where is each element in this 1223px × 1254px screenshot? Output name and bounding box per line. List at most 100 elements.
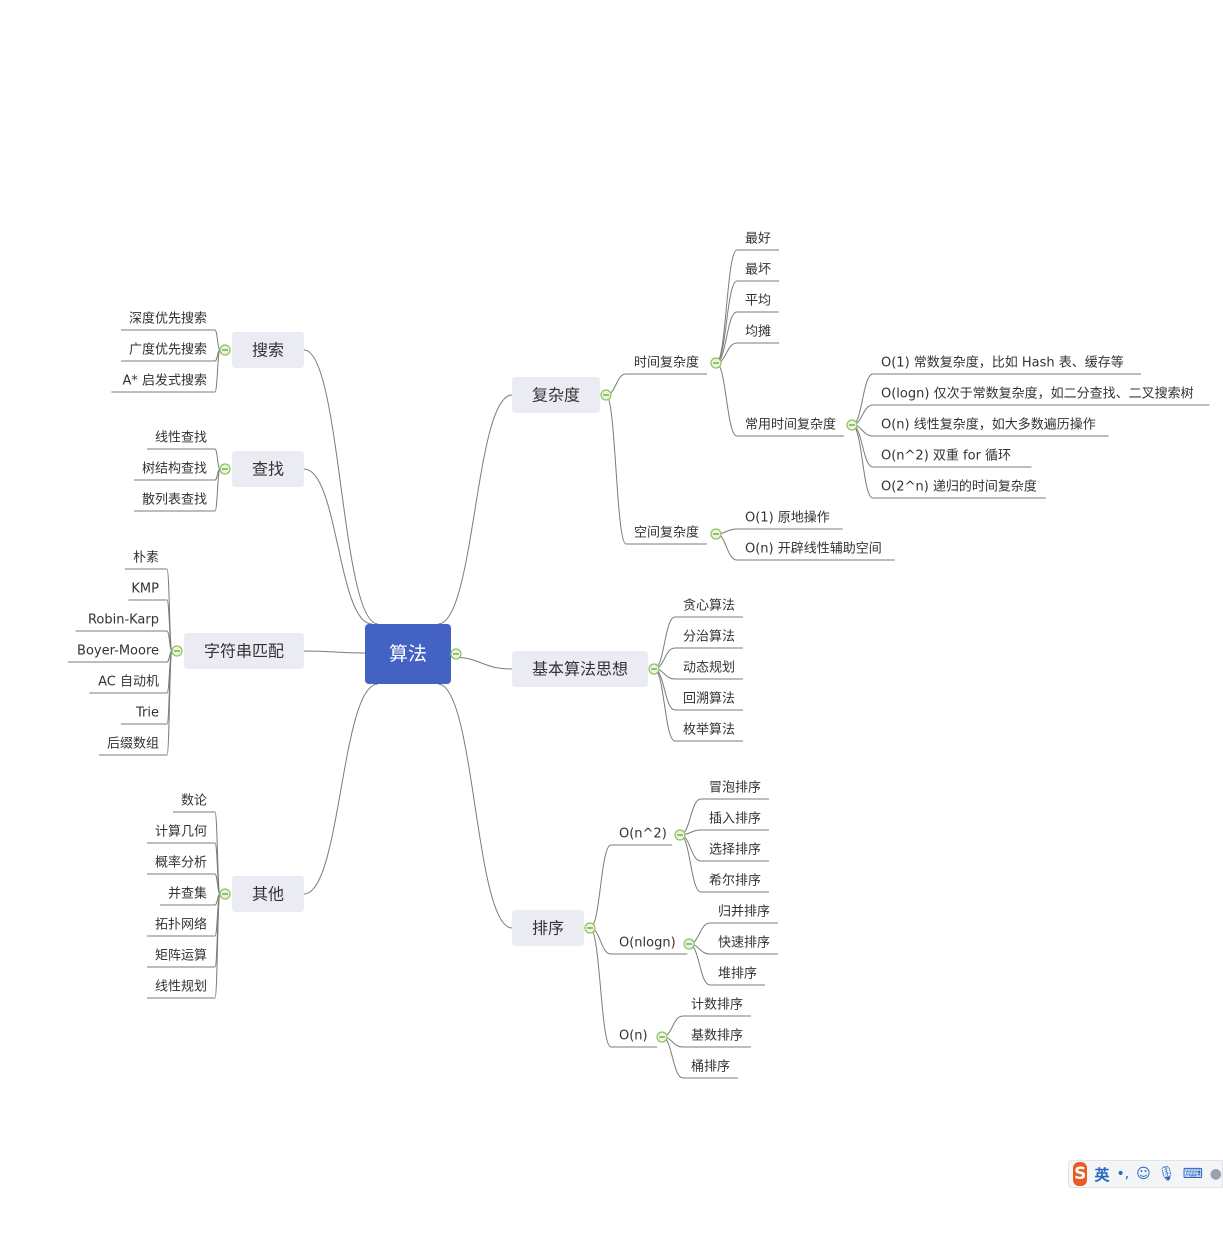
- ime-toolbar[interactable]: S 英 •, ☺ 🎙 ⌨ ●: [1068, 1160, 1223, 1188]
- branch-complexity[interactable]: 复杂度: [532, 386, 580, 405]
- branch-sorting[interactable]: 排序: [532, 919, 564, 938]
- sort-0-3[interactable]: 希尔排序: [709, 874, 761, 889]
- common-time-complexity[interactable]: 常用时间复杂度: [745, 417, 836, 433]
- branch-others-collapse-toggle[interactable]: [219, 888, 231, 900]
- others-1[interactable]: 计算几何: [155, 824, 207, 840]
- sort-group-0[interactable]: O(n^2): [619, 827, 667, 842]
- space-1[interactable]: O(n) 开辟线性辅助空间: [745, 542, 882, 557]
- connector-line: [715, 280, 738, 364]
- branch-search-box[interactable]: [232, 332, 304, 368]
- mic-icon[interactable]: 🎙: [1157, 1166, 1176, 1182]
- root-node[interactable]: 算法: [389, 643, 427, 665]
- string-matching-1[interactable]: KMP: [131, 582, 159, 597]
- lookup-2[interactable]: 散列表查找: [142, 493, 207, 508]
- branch-lookup-collapse-toggle[interactable]: [219, 463, 231, 475]
- others-4[interactable]: 拓扑网络: [155, 917, 207, 933]
- common-0[interactable]: O(1) 常数复杂度，比如 Hash 表、缓存等: [881, 355, 1124, 371]
- string-matching-0[interactable]: 朴素: [133, 551, 159, 566]
- sorting-collapse-toggle[interactable]: [584, 922, 596, 934]
- branch-search[interactable]: 搜索: [252, 341, 284, 360]
- ime-punctuation-toggle[interactable]: •,: [1116, 1166, 1130, 1182]
- time-2[interactable]: 平均: [745, 294, 771, 309]
- branch-string-matching-box[interactable]: [184, 633, 304, 669]
- string-matching-6[interactable]: 后缀数组: [107, 737, 159, 752]
- root-node-box[interactable]: [365, 624, 451, 684]
- string-matching-3[interactable]: Boyer-Moore: [77, 644, 159, 659]
- connector-line: [679, 834, 702, 893]
- common-collapse-toggle[interactable]: [846, 419, 858, 431]
- branch-string-matching-collapse-toggle[interactable]: [171, 645, 183, 657]
- branch-lookup[interactable]: 查找: [252, 460, 284, 479]
- sort-group-2-collapse-toggle[interactable]: [656, 1031, 668, 1043]
- keyboard-icon[interactable]: ⌨: [1182, 1166, 1203, 1182]
- root-collapse-toggle[interactable]: [450, 648, 462, 660]
- smile-icon[interactable]: ☺: [1136, 1166, 1151, 1182]
- string-matching-2[interactable]: Robin-Karp: [88, 613, 159, 628]
- connector-line: [589, 844, 612, 929]
- common-3[interactable]: O(n^2) 双重 for 循环: [881, 448, 1011, 464]
- time-0[interactable]: 最好: [745, 232, 771, 247]
- branch-lookup-box[interactable]: [232, 451, 304, 487]
- branch-complexity-box[interactable]: [512, 377, 600, 413]
- common-4[interactable]: O(2^n) 递归的时间复杂度: [881, 479, 1037, 495]
- basic-ideas-collapse-toggle[interactable]: [648, 663, 660, 675]
- connector-line: [214, 468, 221, 512]
- search-2[interactable]: A* 启发式搜索: [122, 373, 207, 389]
- idea-3[interactable]: 回溯算法: [683, 691, 735, 707]
- branch-sorting-box[interactable]: [512, 910, 584, 946]
- time-complexity[interactable]: 时间复杂度: [634, 355, 699, 371]
- space-0[interactable]: O(1) 原地操作: [745, 510, 830, 526]
- branch-others[interactable]: 其他: [252, 885, 284, 904]
- idea-4[interactable]: 枚举算法: [683, 723, 735, 738]
- branch-string-matching[interactable]: 字符串匹配: [204, 642, 284, 661]
- space-collapse-toggle[interactable]: [710, 528, 722, 540]
- connector-line: [450, 656, 513, 670]
- sort-group-2[interactable]: O(n): [619, 1029, 648, 1044]
- ime-language-toggle[interactable]: 英: [1094, 1165, 1110, 1184]
- search-1[interactable]: 广度优先搜索: [129, 342, 207, 358]
- sort-0-2[interactable]: 选择排序: [709, 843, 761, 858]
- connector-line: [851, 373, 874, 426]
- lookup-0[interactable]: 线性查找: [155, 431, 207, 446]
- branch-others-box[interactable]: [232, 876, 304, 912]
- lookup-1[interactable]: 树结构查找: [142, 462, 207, 477]
- common-2[interactable]: O(n) 线性复杂度，如大多数遍历操作: [881, 417, 1096, 433]
- time-complexity-collapse-toggle[interactable]: [710, 357, 722, 369]
- user-icon[interactable]: ●: [1209, 1166, 1222, 1182]
- sort-group-1[interactable]: O(nlogn): [619, 936, 676, 951]
- sort-group-1-collapse-toggle[interactable]: [683, 938, 695, 950]
- branch-basic-ideas[interactable]: 基本算法思想: [532, 660, 628, 679]
- complexity-collapse-toggle[interactable]: [600, 389, 612, 401]
- sort-2-2[interactable]: 桶排序: [691, 1060, 730, 1075]
- others-0[interactable]: 数论: [181, 794, 207, 809]
- time-1[interactable]: 最坏: [745, 263, 771, 278]
- branch-basic-ideas-box[interactable]: [512, 651, 648, 687]
- sort-1-0[interactable]: 归并排序: [718, 905, 770, 920]
- sort-1-2[interactable]: 堆排序: [718, 967, 757, 982]
- sort-0-1[interactable]: 插入排序: [709, 812, 761, 827]
- sort-2-0[interactable]: 计数排序: [691, 998, 743, 1013]
- others-3[interactable]: 并查集: [168, 886, 207, 902]
- connector-line: [214, 349, 221, 393]
- search-0[interactable]: 深度优先搜索: [129, 311, 207, 327]
- string-matching-4[interactable]: AC 自动机: [98, 675, 159, 690]
- sort-1-1[interactable]: 快速排序: [718, 936, 770, 951]
- others-2[interactable]: 概率分析: [155, 855, 207, 871]
- sort-2-1[interactable]: 基数排序: [691, 1029, 743, 1044]
- connector-line: [214, 893, 221, 999]
- idea-2[interactable]: 动态规划: [683, 661, 735, 676]
- string-matching-5[interactable]: Trie: [135, 706, 159, 721]
- others-6[interactable]: 线性规划: [155, 980, 207, 995]
- idea-1[interactable]: 分治算法: [683, 630, 735, 645]
- idea-0[interactable]: 贪心算法: [683, 599, 735, 614]
- others-5[interactable]: 矩阵运算: [155, 949, 207, 964]
- sogou-logo-icon[interactable]: S: [1073, 1162, 1088, 1186]
- time-3[interactable]: 均摊: [745, 325, 771, 340]
- space-complexity[interactable]: 空间复杂度: [634, 525, 699, 541]
- common-1[interactable]: O(logn) 仅次于常数复杂度，如二分查找、二叉搜索树: [881, 386, 1194, 402]
- sort-0-0[interactable]: 冒泡排序: [709, 781, 761, 796]
- sort-group-0-collapse-toggle[interactable]: [674, 829, 686, 841]
- branch-search-collapse-toggle[interactable]: [219, 344, 231, 356]
